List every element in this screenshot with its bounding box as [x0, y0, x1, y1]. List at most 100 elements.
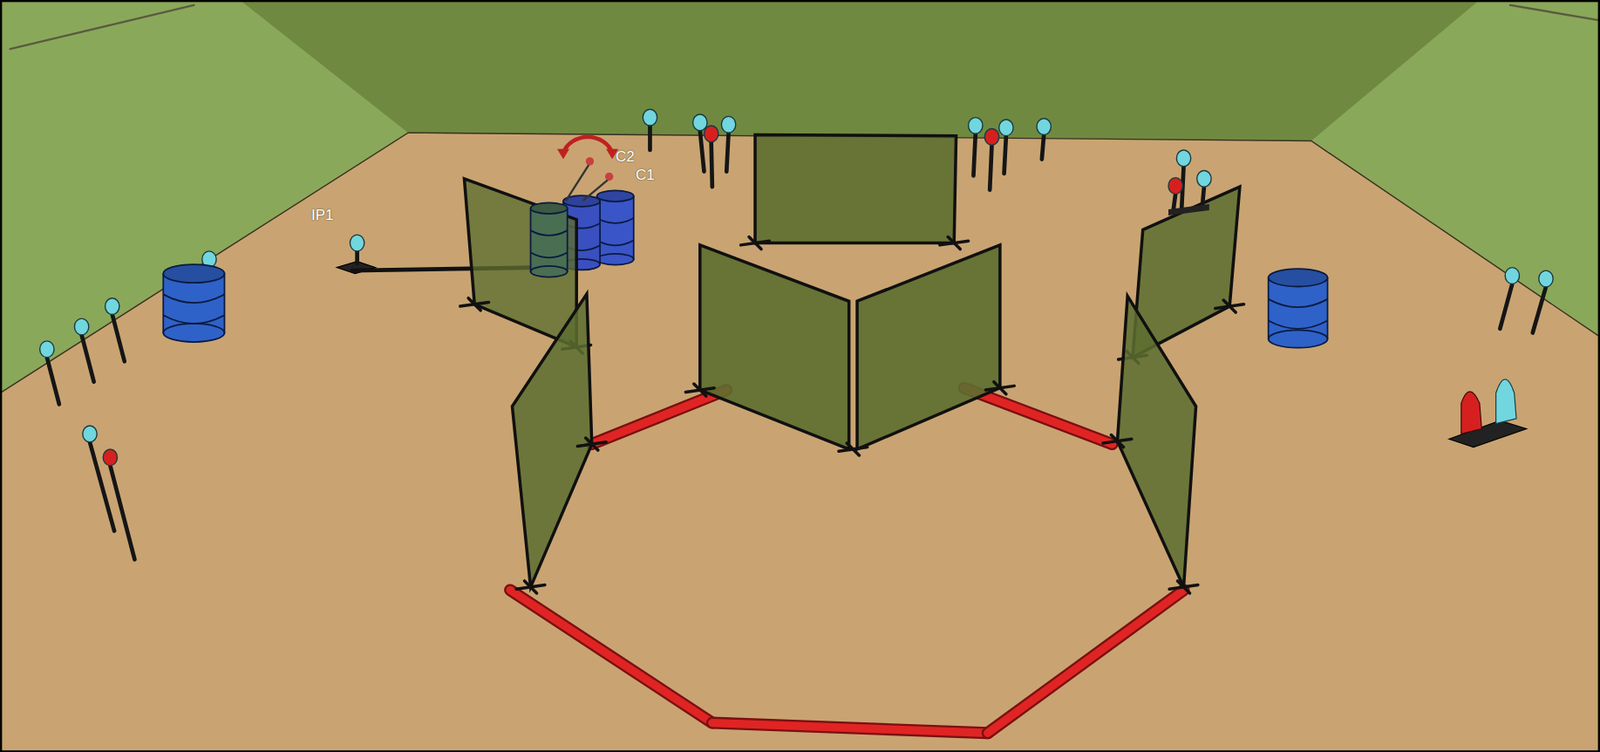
panel-foot: [1110, 435, 1124, 448]
steel-target: [984, 128, 999, 145]
fault-line-edge: [510, 589, 713, 722]
target-stand: [1173, 193, 1176, 210]
steel-target: [1504, 267, 1519, 285]
panel-foot: [748, 237, 762, 250]
barrel: [1268, 329, 1328, 348]
barrel-side: [1327, 277, 1329, 339]
steel-target: [1176, 149, 1191, 167]
sand-floor: [0, 132, 1600, 752]
steel-target: [349, 234, 364, 252]
barrel-rib: [531, 252, 568, 259]
steel-target: [1538, 270, 1553, 287]
fault-line-edge: [712, 722, 988, 734]
steel-target: [102, 449, 117, 466]
target-stand: [47, 357, 60, 405]
barrel-side: [162, 273, 164, 334]
target-stand: [109, 465, 135, 560]
wall-panel: [511, 293, 592, 587]
target-stand: [1499, 283, 1512, 328]
barrel: [597, 253, 634, 266]
target-stand: [1004, 136, 1007, 174]
callout-label: C2: [615, 149, 635, 164]
panel-foot: [524, 580, 538, 593]
barrel: [531, 208, 568, 273]
barrel-rib: [597, 239, 634, 246]
swinger-target: [585, 156, 594, 165]
barrel-side: [1267, 277, 1270, 339]
swinger-arm: [566, 163, 591, 200]
steel-popper: [1496, 379, 1517, 424]
barrel-rib: [1268, 299, 1328, 307]
panel-foot: [846, 442, 859, 456]
steel-target: [1036, 118, 1051, 136]
steel-target: [74, 318, 89, 335]
target-stand: [700, 130, 705, 172]
barrel-top: [531, 202, 568, 214]
panel-foot: [694, 383, 707, 396]
steel-target: [1197, 170, 1212, 187]
panel-foot: [947, 237, 960, 250]
popper-base: [1449, 420, 1527, 447]
fault-line: [712, 722, 988, 734]
wall-panel: [463, 178, 577, 348]
target-stand: [726, 132, 729, 171]
fault-line: [592, 389, 727, 444]
steel-target: [693, 114, 708, 131]
panel-foot: [994, 381, 1007, 395]
barrel-side: [633, 196, 635, 260]
swinger-target: [605, 172, 613, 181]
swinger-arm: [583, 178, 609, 201]
barrel-side: [599, 201, 601, 266]
panel-foot: [1223, 299, 1236, 313]
barrel-rib: [163, 314, 225, 324]
steel-popper: [1461, 391, 1482, 435]
steel-target: [703, 125, 718, 143]
fault-line-edge: [592, 389, 727, 444]
fault-line: [964, 388, 1113, 444]
wall-panel: [700, 245, 850, 450]
barrel-top: [1268, 268, 1328, 286]
steel-target: [642, 108, 657, 126]
wall-panel: [857, 245, 1001, 450]
steel-target: [721, 115, 736, 133]
target-stand: [81, 334, 95, 382]
barrel-side: [224, 273, 226, 334]
target-stand: [1532, 286, 1546, 334]
barrel-rib: [531, 230, 568, 236]
barrel-top: [597, 190, 634, 202]
steel-target: [999, 119, 1014, 137]
target-stand: [354, 251, 360, 264]
steel-target: [968, 117, 983, 135]
fault-line-edge: [964, 388, 1113, 444]
berm-edge: [1510, 5, 1600, 21]
swing-arc: [563, 136, 613, 154]
swing-arrowhead: [557, 149, 570, 160]
callout-label: IP1: [311, 207, 334, 223]
target-stand: [112, 313, 125, 361]
callout-label: C1: [635, 167, 655, 183]
wall-panel: [755, 134, 957, 243]
target-stand: [1041, 134, 1044, 159]
steel-target: [105, 298, 120, 315]
target-stand: [647, 125, 653, 150]
barrel-side: [566, 208, 569, 273]
panel-foot: [585, 437, 599, 450]
fault-line: [987, 589, 1185, 733]
target-stand: [973, 133, 975, 176]
barrel-rib: [597, 217, 634, 224]
panel-foot: [1177, 580, 1191, 593]
fault-line-edge: [987, 589, 1185, 733]
barrel: [163, 323, 225, 342]
steel-target: [1168, 177, 1183, 195]
target-stand: [711, 142, 713, 187]
steel-target: [82, 425, 97, 443]
barrel-rib: [1268, 320, 1328, 328]
steel-target: [40, 340, 55, 358]
popper-base: [1168, 204, 1210, 216]
barrel: [531, 265, 568, 278]
